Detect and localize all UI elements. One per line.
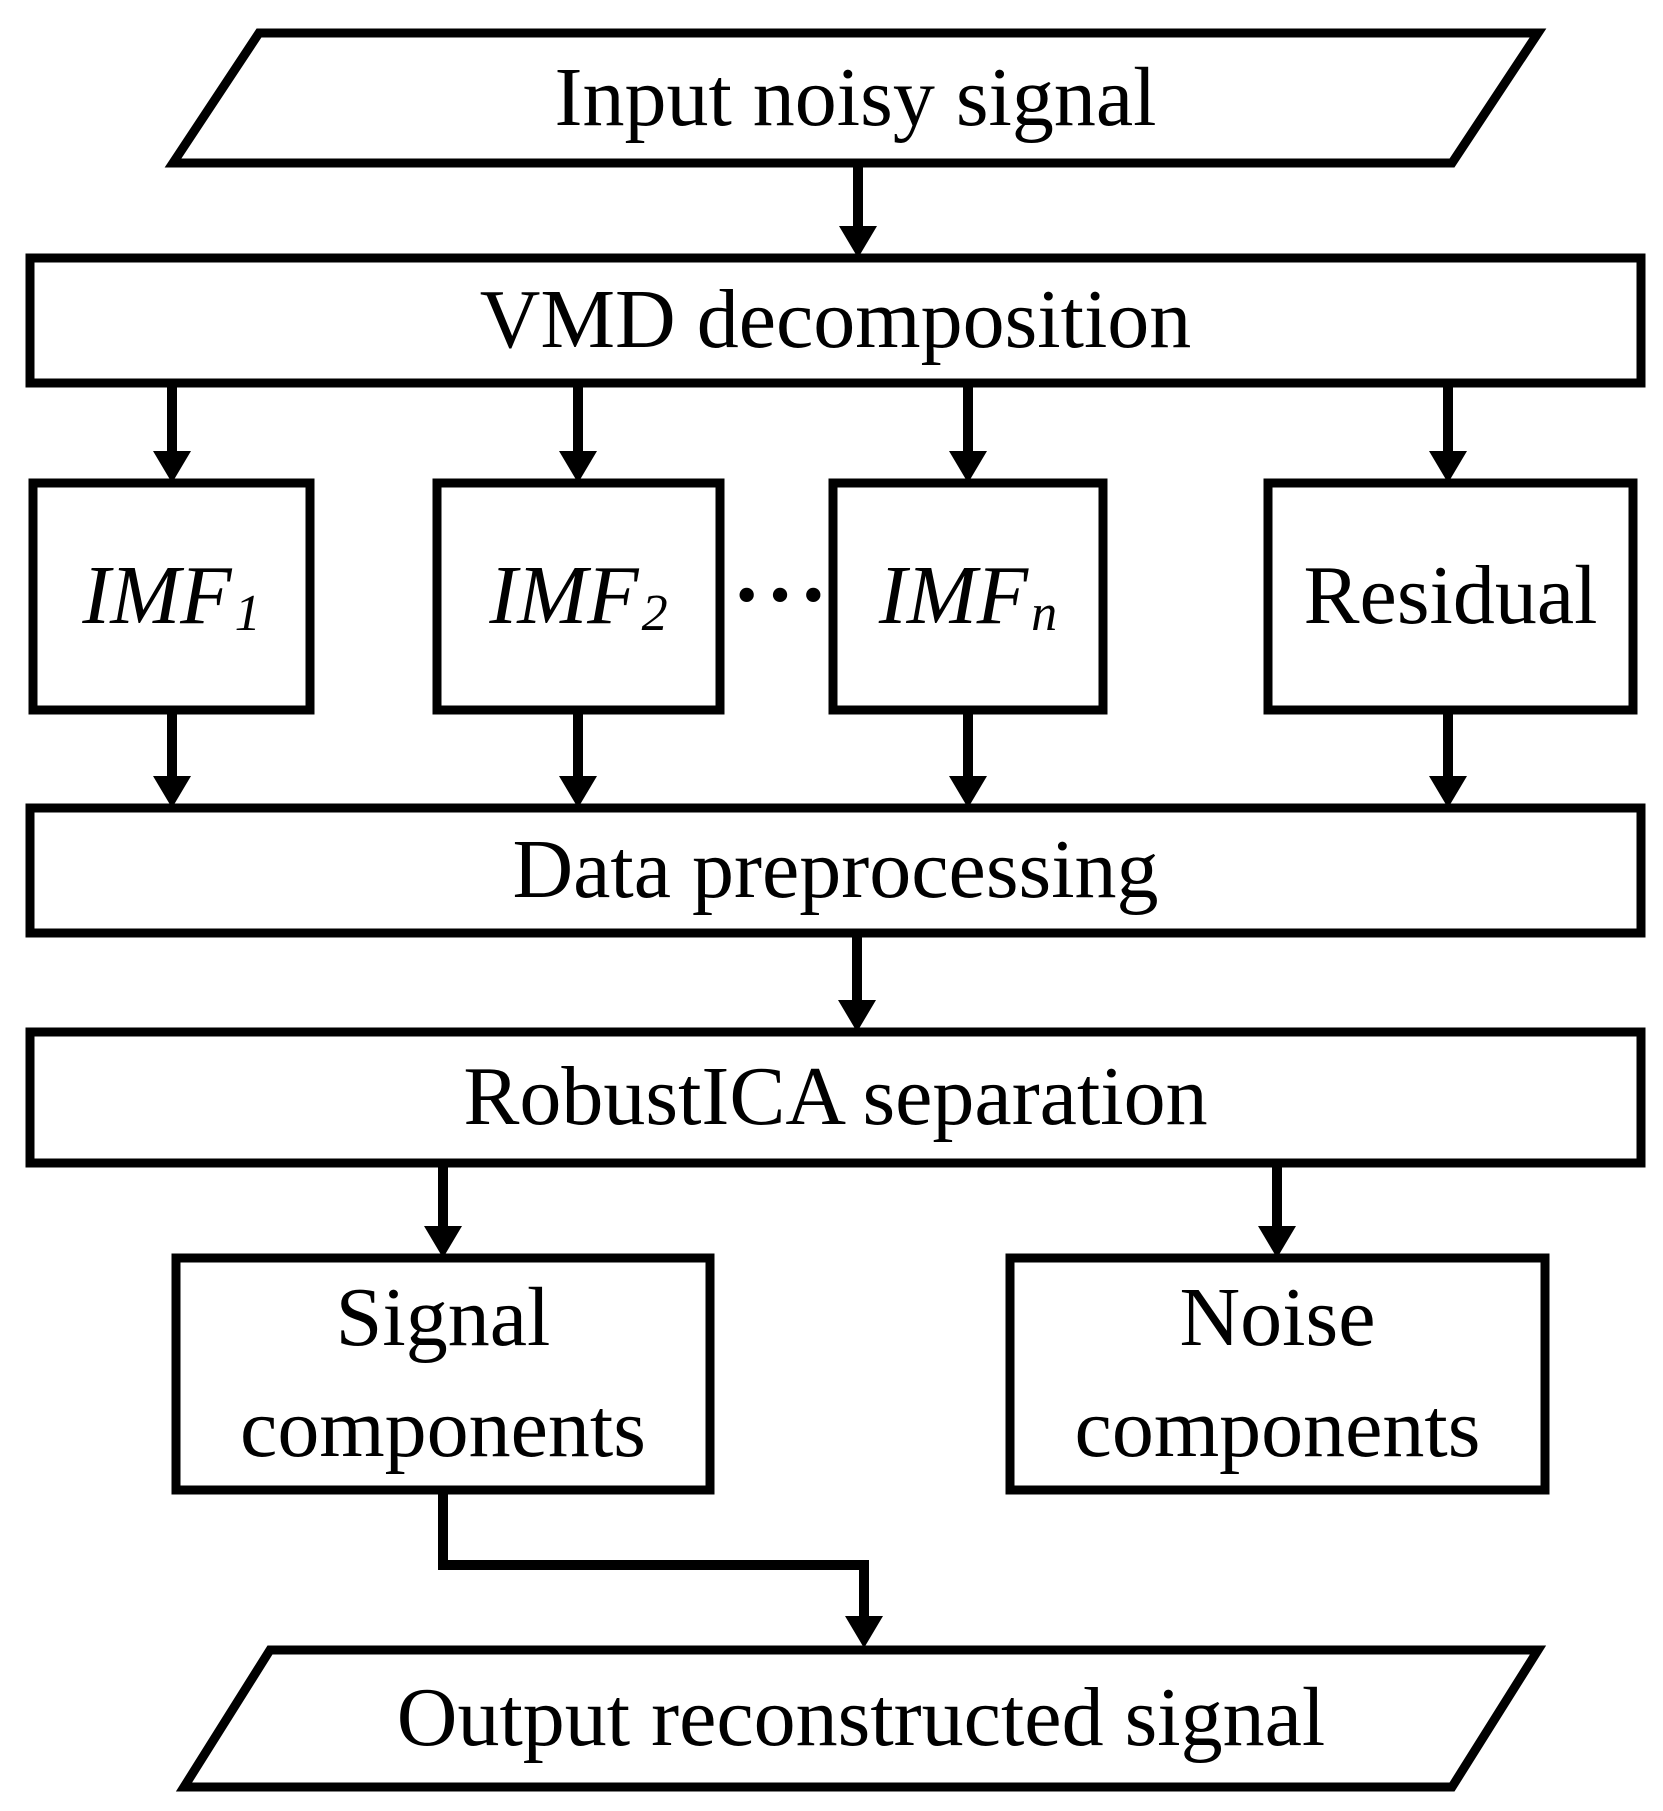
imf2-subscript: 2: [641, 585, 668, 643]
arrowhead-signal-output: [845, 1616, 883, 1648]
arrowhead-preprocessing-robustica: [838, 1000, 876, 1032]
noise-components-box: [1005, 1253, 1550, 1495]
arrowhead-imfn-preprocessing: [949, 776, 987, 808]
signal-components-label: Signal components: [176, 1258, 710, 1490]
imf2-box: [432, 478, 725, 715]
output-label: Output reconstructed signal: [270, 1650, 1452, 1787]
residual-label-text: Residual: [1303, 549, 1598, 643]
noise-components-line1: Noise: [1179, 1271, 1376, 1365]
preprocessing-box: [25, 803, 1646, 938]
arrowhead-robustica-signal: [424, 1226, 462, 1258]
residual-label: Residual: [1268, 483, 1633, 710]
vmd-label-text: VMD decomposition: [479, 273, 1192, 367]
output-label-text: Output reconstructed signal: [396, 1671, 1326, 1765]
vmd-label: VMD decomposition: [30, 258, 1641, 383]
arrowhead-vmd-imfn: [949, 451, 987, 483]
imf1-subscript: 1: [234, 585, 261, 643]
arrowhead-imf2-preprocessing: [559, 776, 597, 808]
arrowhead-vmd-imf1: [153, 451, 191, 483]
residual-box: [1263, 478, 1638, 715]
signal-components-line1: Signal: [335, 1271, 551, 1365]
input-label-text: Input noisy signal: [554, 50, 1157, 144]
robustica-label: RobustICA separation: [30, 1032, 1641, 1163]
arrowhead-input-vmd: [839, 226, 877, 258]
output-parallelogram: [175, 1645, 1547, 1792]
preprocessing-label: Data preprocessing: [30, 808, 1641, 933]
noise-components-line2: components: [1074, 1382, 1481, 1475]
input-parallelogram: [164, 28, 1547, 168]
noise-components-label: Noise components: [1010, 1258, 1545, 1490]
imfn-base-text: IMF: [878, 549, 1029, 643]
connector-signal-output: [438, 1490, 869, 1618]
arrowhead-robustica-noise: [1258, 1226, 1296, 1258]
arrowhead-vmd-residual: [1429, 451, 1467, 483]
imf1-box: [28, 478, 315, 715]
signal-components-box: [171, 1253, 715, 1495]
imf1-base-text: IMF: [82, 549, 232, 643]
imfn-box: [828, 478, 1108, 715]
imfn-subscript: n: [1031, 585, 1058, 643]
ellipsis-label: ···: [718, 483, 846, 710]
vmd-box: [25, 253, 1646, 388]
arrowhead-residual-preprocessing: [1429, 776, 1467, 808]
arrowhead-imf1-preprocessing: [153, 776, 191, 808]
imf2-base-text: IMF: [489, 549, 639, 643]
ellipsis-text: ···: [731, 547, 833, 645]
robustica-box: [25, 1027, 1646, 1168]
robustica-label-text: RobustICA separation: [463, 1050, 1208, 1144]
arrowhead-vmd-imf2: [559, 451, 597, 483]
signal-components-line2: components: [240, 1382, 646, 1475]
input-label: Input noisy signal: [259, 33, 1452, 163]
preprocessing-label-text: Data preprocessing: [512, 823, 1159, 917]
